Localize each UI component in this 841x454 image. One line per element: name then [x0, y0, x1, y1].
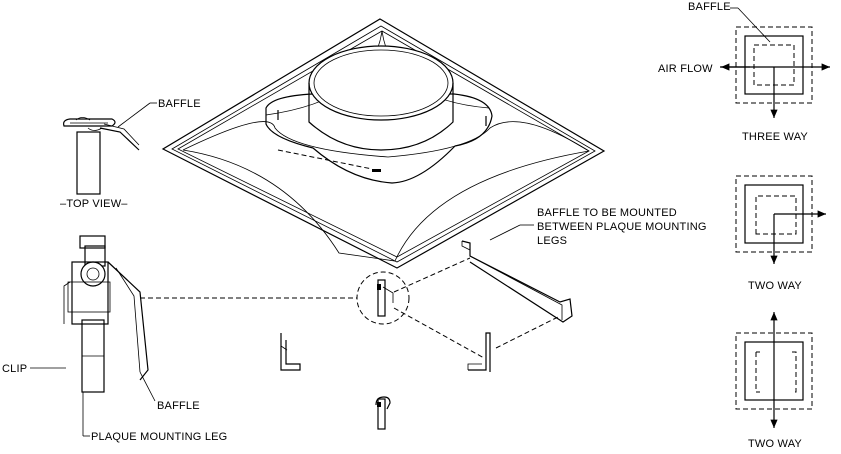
diffuser-outer-frame: [161, 18, 606, 269]
air-flow-label: AIR FLOW: [658, 63, 713, 75]
clip-label: CLIP: [2, 363, 27, 375]
ceiling-diffuser: [161, 18, 606, 269]
baffle-mount-label-2: BETWEEN PLAQUE MOUNTING: [537, 221, 707, 233]
top-view-baffle-label: BAFFLE: [158, 98, 201, 110]
loose-leg-left: [280, 333, 301, 371]
top-view-clip: [63, 118, 116, 127]
detail-leg: [377, 279, 394, 317]
baffle-side-leader: [139, 371, 156, 402]
baffle-plate: [461, 224, 573, 323]
baffle-side-label: BAFFLE: [157, 400, 200, 412]
top-view-baffle-edge: [99, 127, 140, 151]
top-view-leg: [76, 131, 101, 195]
two-way-label-2: TWO WAY: [748, 438, 802, 450]
clip-body: [71, 261, 109, 325]
plaque-curve-front: [182, 149, 590, 262]
baffle-mount-leader: [489, 224, 521, 241]
top-view-caption: –TOP VIEW–: [60, 198, 128, 210]
three-way-label: THREE WAY: [742, 131, 808, 143]
baffle-mount-label-1: BAFFLE TO BE MOUNTED: [537, 207, 677, 219]
pattern-two-way-opposite: [735, 312, 813, 428]
side-view-assembly: [30, 235, 156, 437]
pattern-three-way: [720, 7, 830, 118]
collar-body: [308, 83, 454, 151]
baffle-mount-label-3: LEGS: [537, 235, 567, 247]
pattern-two-way-corner: [735, 175, 826, 264]
loose-leg-right: [467, 332, 491, 372]
loose-clip: [375, 396, 391, 430]
plaque-leg-label: PLAQUE MOUNTING LEG: [91, 431, 227, 443]
pattern-baffle-label: BAFFLE: [688, 1, 731, 13]
top-view-leader: [117, 102, 151, 128]
top-view-detail: [63, 102, 157, 195]
baffle-side-edge: [107, 261, 149, 381]
two-way-label-1: TWO WAY: [748, 280, 802, 292]
collar-top: [308, 45, 454, 121]
